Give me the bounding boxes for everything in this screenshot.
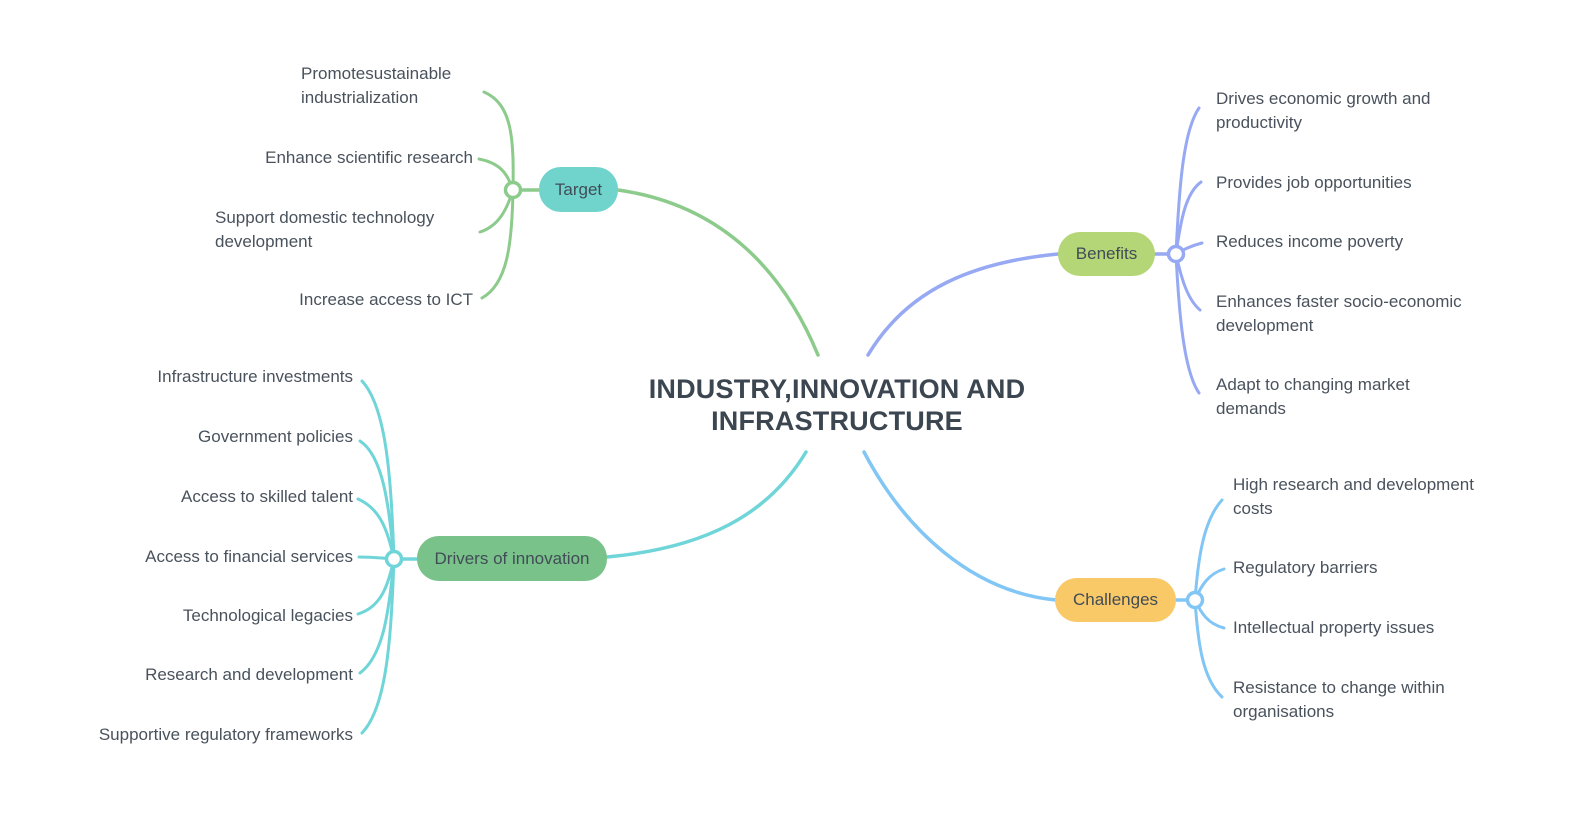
child-node-drivers-3[interactable]: Access to skilled talent — [181, 487, 353, 506]
child-curve-benefits-2 — [1174, 180, 1203, 256]
child-node-target-3[interactable]: Support domestic technology development — [215, 208, 435, 251]
child-node-drivers-6[interactable]: Research and development — [145, 665, 353, 684]
child-node-target-4[interactable]: Increase access to ICT — [299, 290, 473, 309]
connector-toggle-drivers[interactable] — [384, 549, 404, 569]
child-node-benefits-3[interactable]: Reduces income poverty — [1216, 232, 1404, 251]
central-topic[interactable]: INDUSTRY,INNOVATION AND INFRASTRUCTURE — [648, 374, 1026, 436]
child-curve-drivers-1 — [360, 379, 396, 561]
child-node-benefits-4[interactable]: Enhances faster socio-economic developme… — [1216, 292, 1462, 335]
child-curve-drivers-2 — [358, 439, 396, 561]
branch-node-benefits[interactable]: Benefits — [1058, 232, 1155, 276]
child-node-challenges-1[interactable]: High research and development costs — [1233, 475, 1474, 518]
branch-wires-challenges — [862, 450, 1226, 699]
branch-curve-target — [616, 188, 820, 357]
branch-node-target[interactable]: Target — [539, 167, 618, 212]
child-node-drivers-2[interactable]: Government policies — [198, 427, 353, 446]
branch-wires-drivers — [356, 379, 808, 735]
child-curve-drivers-7 — [360, 557, 396, 735]
child-node-benefits-5[interactable]: Adapt to changing market demands — [1216, 375, 1410, 418]
branch-node-drivers-of-innovation[interactable]: Drivers of innovation — [417, 536, 607, 581]
child-node-benefits-1[interactable]: Drives economic growth and productivity — [1216, 89, 1431, 132]
branch-wires-target — [477, 90, 820, 357]
branch-curve-drivers — [605, 450, 808, 559]
branch-curve-challenges — [862, 450, 1058, 602]
child-curve-challenges-1 — [1193, 498, 1224, 602]
child-curve-benefits-1 — [1174, 106, 1201, 256]
branch-wires-benefits — [866, 106, 1204, 395]
branch-node-challenges[interactable]: Challenges — [1055, 578, 1176, 622]
child-node-challenges-3[interactable]: Intellectual property issues — [1233, 618, 1435, 637]
child-node-drivers-7[interactable]: Supportive regulatory frameworks — [98, 725, 353, 744]
child-node-drivers-5[interactable]: Technological legacies — [182, 606, 353, 625]
child-curve-benefits-5 — [1174, 252, 1201, 395]
child-node-challenges-4[interactable]: Resistance to change within organisation… — [1233, 678, 1445, 721]
connector-toggle-target[interactable] — [503, 180, 523, 200]
child-node-target-1[interactable]: Promotesustainable industrialization — [301, 64, 452, 107]
branch-curve-benefits — [866, 252, 1060, 357]
connector-toggle-challenges[interactable] — [1185, 590, 1205, 610]
child-node-challenges-2[interactable]: Regulatory barriers — [1233, 558, 1378, 577]
child-curve-target-4 — [480, 188, 515, 300]
child-curve-challenges-4 — [1193, 598, 1224, 699]
child-node-benefits-2[interactable]: Provides job opportunities — [1216, 173, 1412, 192]
connector-toggle-benefits[interactable] — [1166, 244, 1186, 264]
child-node-drivers-4[interactable]: Access to financial services — [145, 547, 353, 566]
child-node-target-2[interactable]: Enhance scientific research — [265, 148, 473, 167]
child-node-drivers-1[interactable]: Infrastructure investments — [157, 367, 353, 386]
child-curve-target-1 — [482, 90, 515, 192]
